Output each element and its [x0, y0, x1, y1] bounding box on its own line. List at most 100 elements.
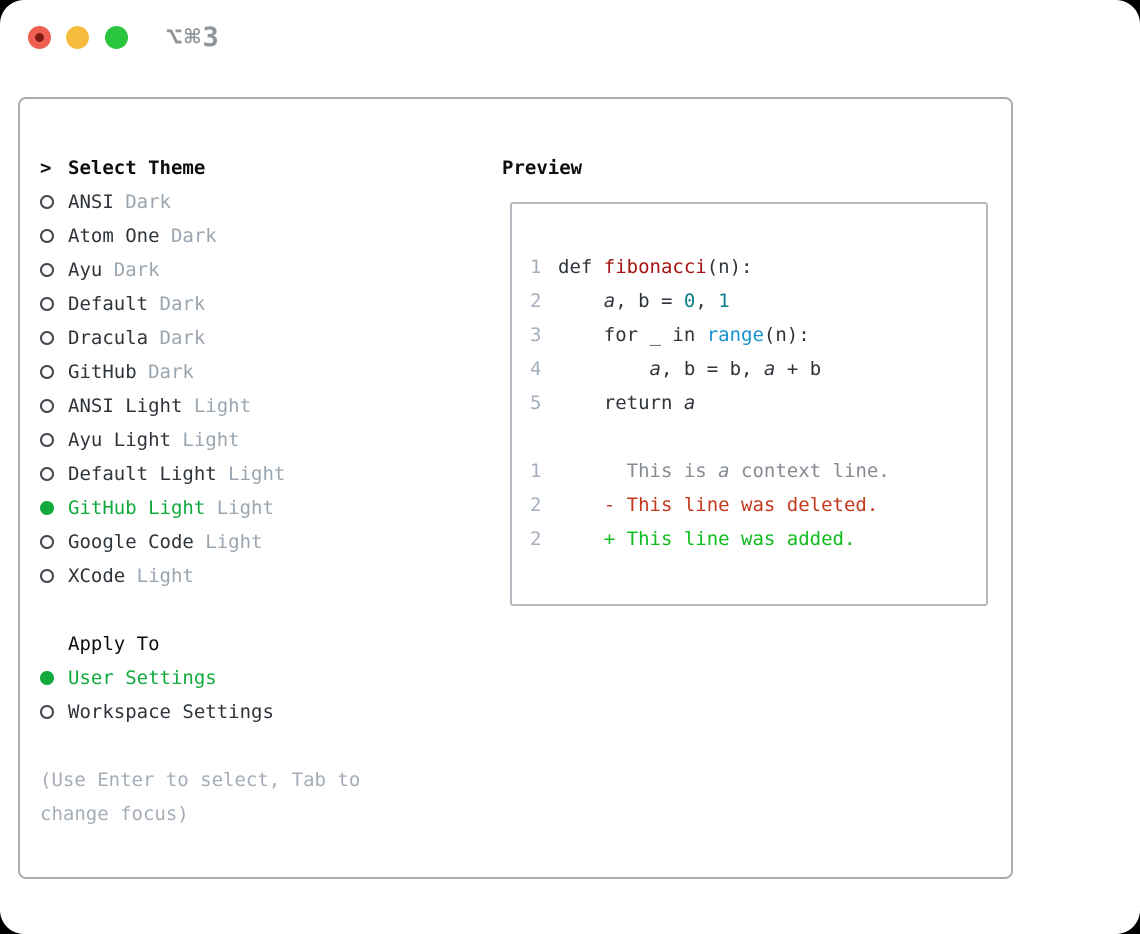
code-segment	[558, 358, 650, 380]
code-segment: def	[558, 256, 604, 278]
theme-name: GitHub Light	[68, 497, 206, 519]
close-dot-icon	[35, 33, 44, 42]
hint-line-2: change focus)	[40, 803, 189, 825]
theme-variant: Dark	[148, 327, 206, 349]
radio-selected-icon	[40, 501, 54, 515]
theme-variant: Dark	[148, 293, 206, 315]
radio-icon	[40, 399, 54, 413]
preview-title: Preview	[502, 157, 583, 179]
preview-line: 4 a, b = b, a + b	[530, 352, 890, 386]
code-segment: return	[558, 392, 684, 414]
preview-line: 1 This is a context line.	[530, 454, 890, 488]
code-segment: fibonacci	[603, 256, 707, 278]
theme-name: Ayu Light	[68, 429, 171, 451]
cursor-icon: >	[40, 157, 52, 179]
theme-option-github-light-light[interactable]: GitHub Light Light	[40, 491, 360, 525]
preview-line: 2 + This line was added.	[530, 522, 890, 556]
apply-to-header: Apply To	[68, 633, 160, 655]
theme-option-ansi-light-light[interactable]: ANSI Light Light	[40, 389, 360, 423]
code-segment: context line.	[729, 460, 890, 482]
theme-variant: Light	[216, 463, 286, 485]
preview-line: 2 a, b = 0, 1	[530, 284, 890, 318]
spacer	[40, 593, 360, 627]
apply-option-workspace-settings[interactable]: Workspace Settings	[40, 695, 360, 729]
theme-variant: Dark	[136, 361, 194, 383]
line-number: 1	[530, 460, 542, 482]
theme-name: GitHub	[68, 361, 137, 383]
preview-line: 2 - This line was deleted.	[530, 488, 890, 522]
preview-line: 5 return a	[530, 386, 890, 420]
theme-variant: Light	[125, 565, 194, 587]
radio-icon	[40, 569, 54, 583]
radio-selected-icon	[40, 671, 54, 685]
code-segment: This is	[558, 460, 719, 482]
radio-icon	[40, 535, 54, 549]
theme-name: Dracula	[68, 327, 149, 349]
theme-name: Ayu	[68, 259, 103, 281]
theme-option-default-light-light[interactable]: Default Light Light	[40, 457, 360, 491]
code-segment: , b = b,	[660, 358, 764, 380]
radio-icon	[40, 365, 54, 379]
window-title-shortcut: ⌥⌘3	[166, 22, 221, 53]
line-number: 2	[530, 528, 542, 550]
code-segment	[558, 290, 604, 312]
line-number: 4	[530, 358, 542, 380]
code-segment: a	[649, 358, 661, 380]
minimize-button[interactable]	[66, 26, 89, 49]
theme-name: Google Code	[68, 531, 194, 553]
theme-option-google-code-light[interactable]: Google Code Light	[40, 525, 360, 559]
apply-option-user-settings[interactable]: User Settings	[40, 661, 360, 695]
theme-option-ayu-light-light[interactable]: Ayu Light Light	[40, 423, 360, 457]
apply-option-label: Workspace Settings	[68, 701, 274, 723]
theme-name: ANSI	[68, 191, 114, 213]
code-segment: range	[706, 324, 764, 346]
code-segment: ,	[695, 290, 719, 312]
theme-option-xcode-light[interactable]: XCode Light	[40, 559, 360, 593]
code-segment: a	[763, 358, 776, 380]
radio-icon	[40, 705, 54, 719]
theme-variant: Light	[193, 531, 263, 553]
hint-line-1: (Use Enter to select, Tab to	[40, 769, 361, 791]
zoom-button[interactable]	[105, 26, 128, 49]
code-segment: (n):	[706, 256, 753, 278]
code-segment: + This line was added.	[558, 528, 856, 550]
theme-name: XCode	[68, 565, 126, 587]
code-segment: 0	[683, 290, 696, 312]
theme-option-ayu-dark[interactable]: Ayu Dark	[40, 253, 360, 287]
line-number: 3	[530, 324, 542, 346]
select-theme-header: > Select Theme	[40, 151, 360, 185]
radio-icon	[40, 263, 54, 277]
theme-name: Default	[68, 293, 149, 315]
code-segment: , b =	[615, 290, 684, 312]
theme-variant: Dark	[159, 225, 217, 247]
theme-option-github-dark[interactable]: GitHub Dark	[40, 355, 360, 389]
code-segment: a	[603, 290, 616, 312]
code-segment: a	[718, 460, 730, 482]
theme-variant: Dark	[113, 191, 171, 213]
radio-icon	[40, 229, 54, 243]
radio-icon	[40, 433, 54, 447]
theme-option-atom-one-dark[interactable]: Atom One Dark	[40, 219, 360, 253]
code-segment: - This line was deleted.	[558, 494, 879, 516]
theme-name: Default Light	[68, 463, 217, 485]
radio-icon	[40, 467, 54, 481]
theme-option-ansi-dark[interactable]: ANSI Dark	[40, 185, 360, 219]
theme-variant: Light	[205, 497, 274, 519]
spacer	[40, 729, 360, 763]
code-segment: 1	[718, 290, 730, 312]
blank-line	[530, 420, 890, 454]
close-button[interactable]	[28, 26, 51, 49]
theme-option-default-dark[interactable]: Default Dark	[40, 287, 360, 321]
preview-line: 3 for _ in range(n):	[530, 318, 890, 352]
code-segment: + b	[775, 358, 822, 380]
theme-variant: Dark	[102, 259, 160, 281]
theme-option-dracula-dark[interactable]: Dracula Dark	[40, 321, 360, 355]
theme-name: Atom One	[68, 225, 160, 247]
